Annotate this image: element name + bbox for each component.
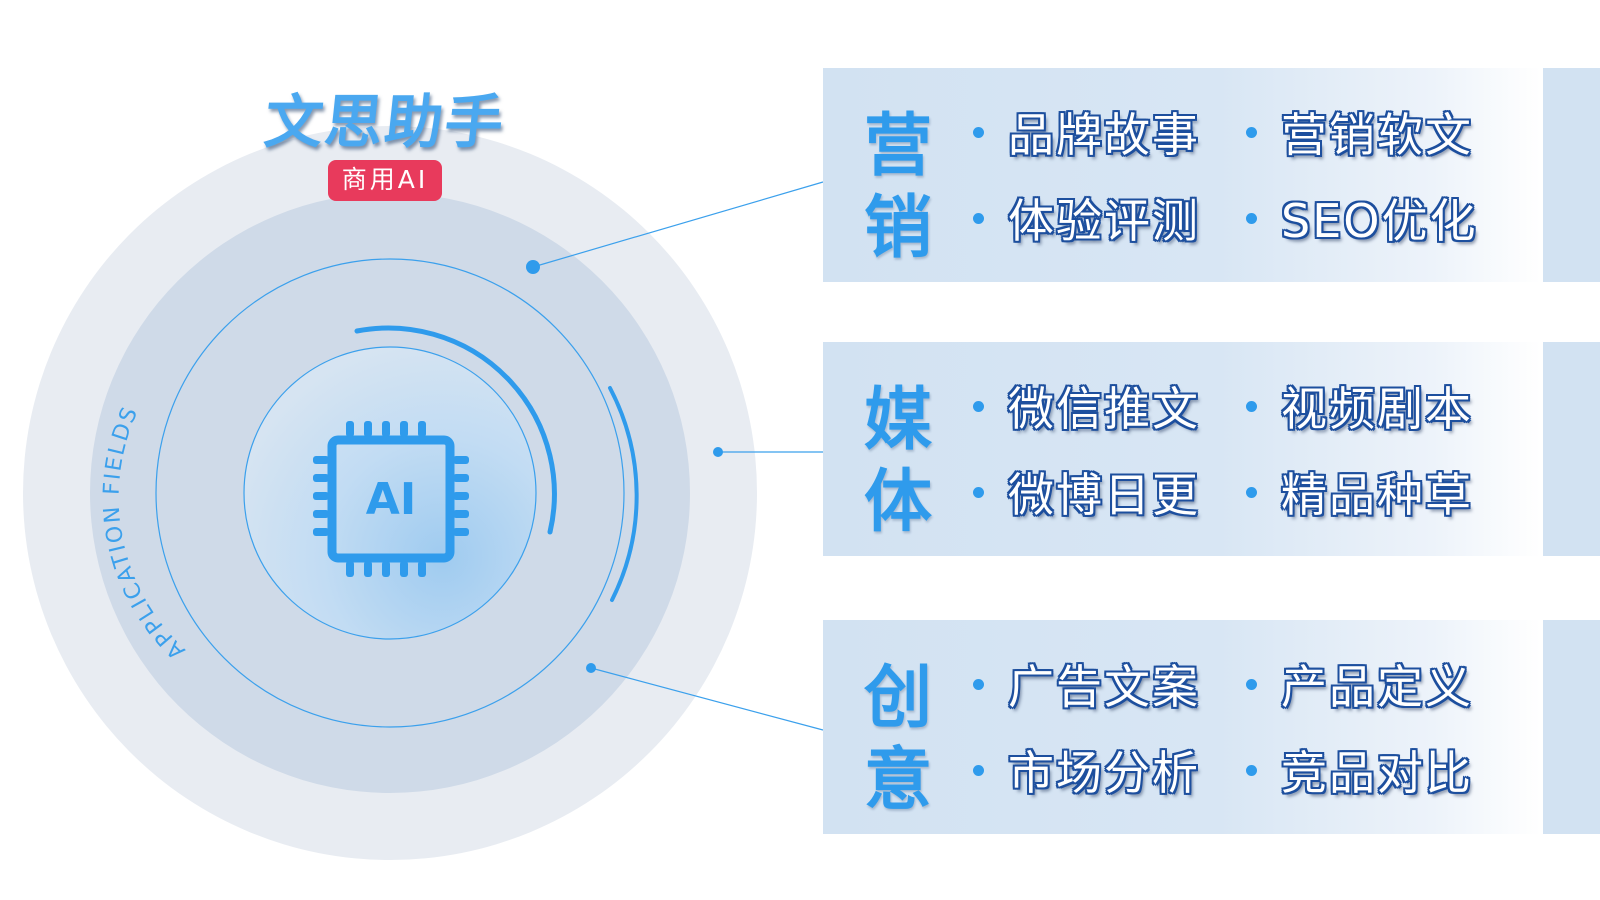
bullet-dot-icon xyxy=(973,400,984,412)
bullet-dot-icon xyxy=(1246,400,1257,412)
category-panel-creative: 创意 广告文案 产品定义 市场分析 竞品对比 xyxy=(823,620,1541,834)
category-item-label: 广告文案 xyxy=(1008,660,1200,714)
brand-block: 文思助手 商用AI xyxy=(255,88,515,201)
bullet-dot-icon xyxy=(1246,126,1257,138)
category-item-label: 精品种草 xyxy=(1281,468,1473,522)
bullet-dot-icon xyxy=(1246,764,1257,776)
bullet-dot-icon xyxy=(973,678,984,690)
category-item-label: 体验评测 xyxy=(1008,194,1200,248)
bullet-dot-icon xyxy=(1246,486,1257,498)
category-panel-marketing: 营销 品牌故事 营销软文 体验评测 SEO优化 xyxy=(823,68,1541,282)
category-item-label: 微信推文 xyxy=(1008,382,1200,436)
panel-edge-strip xyxy=(1543,342,1600,556)
category-item: 视频剧本 xyxy=(1246,378,1519,436)
category-item-label: 营销软文 xyxy=(1281,108,1473,162)
category-item: SEO优化 xyxy=(1246,190,1519,248)
category-item-list: 微信推文 视频剧本 微博日更 精品种草 xyxy=(973,378,1533,522)
category-item: 体验评测 xyxy=(973,190,1246,248)
category-title: 媒体 xyxy=(863,381,932,542)
category-item-label: SEO优化 xyxy=(1281,194,1478,248)
category-item-label: 产品定义 xyxy=(1281,660,1473,714)
category-item: 微博日更 xyxy=(973,464,1246,522)
accent-arc-inner xyxy=(354,325,557,535)
category-item-list: 品牌故事 营销软文 体验评测 SEO优化 xyxy=(973,104,1533,248)
category-item: 产品定义 xyxy=(1246,656,1519,714)
bullet-dot-icon xyxy=(1246,678,1257,690)
category-item-label: 视频剧本 xyxy=(1281,382,1473,436)
category-item: 精品种草 xyxy=(1246,464,1519,522)
brand-badge: 商用AI xyxy=(327,160,443,201)
category-item-label: 市场分析 xyxy=(1008,746,1200,800)
brand-title: 文思助手 xyxy=(261,88,509,156)
category-item: 竞品对比 xyxy=(1246,742,1519,800)
category-item: 品牌故事 xyxy=(973,104,1246,162)
category-item: 市场分析 xyxy=(973,742,1246,800)
accent-arc-outer xyxy=(608,386,639,602)
category-item-label: 竞品对比 xyxy=(1281,746,1473,800)
bullet-dot-icon xyxy=(1246,212,1257,224)
bullet-dot-icon xyxy=(973,486,984,498)
category-item-label: 微博日更 xyxy=(1008,468,1200,522)
chip-label: AI xyxy=(366,474,416,525)
thin-orbit-ring xyxy=(155,258,625,728)
category-item: 微信推文 xyxy=(973,378,1246,436)
category-panel-media: 媒体 微信推文 视频剧本 微博日更 精品种草 xyxy=(823,342,1541,556)
panel-edge-strip xyxy=(1543,620,1600,834)
bullet-dot-icon xyxy=(973,212,984,224)
inner-core xyxy=(243,346,537,640)
bullet-dot-icon xyxy=(973,764,984,776)
category-item-label: 品牌故事 xyxy=(1008,108,1200,162)
category-item: 营销软文 xyxy=(1246,104,1519,162)
category-item-list: 广告文案 产品定义 市场分析 竞品对比 xyxy=(973,656,1533,800)
category-item: 广告文案 xyxy=(973,656,1246,714)
ai-chip-icon: AI xyxy=(313,421,469,577)
category-title: 营销 xyxy=(863,107,932,268)
category-title: 创意 xyxy=(863,659,932,820)
panel-edge-strip xyxy=(1543,68,1600,282)
bullet-dot-icon xyxy=(973,126,984,138)
connector-lines xyxy=(526,181,824,731)
